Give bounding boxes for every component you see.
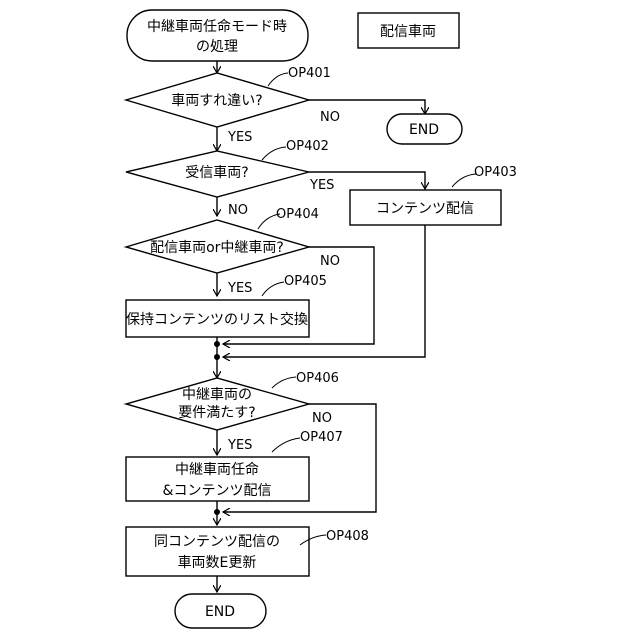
start-label-line2: の処理: [196, 39, 238, 55]
process-op408-line2: 車両数E更新: [178, 554, 257, 571]
process-op403-text: コンテンツ配信: [376, 201, 474, 217]
leader-op405: [262, 282, 284, 296]
step-op402: OP402: [286, 139, 329, 154]
op404-no-label: NO: [320, 254, 340, 269]
decision-op406-line1: 中継車両の: [182, 386, 252, 403]
step-op404: OP404: [276, 207, 319, 222]
op406-yes-label: YES: [227, 438, 252, 453]
process-op405-text: 保持コンテンツのリスト交換: [126, 311, 308, 328]
step-op406: OP406: [296, 371, 339, 386]
decision-op404-text: 配信車両or中継車両?: [150, 239, 284, 256]
start-terminal: 中継車両任命モード時 の処理: [127, 10, 308, 61]
end-terminal-bottom: END: [175, 594, 266, 628]
leader-op407: [272, 438, 300, 452]
process-op408: 同コンテンツ配信の 車両数E更新 OP408: [126, 527, 369, 576]
step-op403: OP403: [474, 165, 517, 180]
decision-op406-line2: 要件満たす?: [178, 405, 255, 421]
role-label-box: 配信車両: [358, 13, 459, 48]
decision-op401: 車両すれ違い? OP401 NO YES: [126, 66, 340, 145]
junction-dot: [214, 354, 220, 360]
decision-op402-text: 受信車両?: [185, 164, 248, 181]
end-top-label: END: [409, 122, 439, 138]
process-op408-line1: 同コンテンツ配信の: [154, 534, 280, 550]
op402-no-label: NO: [228, 203, 248, 218]
op401-yes-label: YES: [227, 130, 252, 145]
decision-op406-shape: [126, 378, 309, 430]
junction-dot: [214, 509, 220, 515]
end-bottom-label: END: [205, 604, 235, 620]
op406-no-label: NO: [312, 411, 332, 426]
leader-op406: [272, 377, 296, 388]
leader-op403: [452, 174, 476, 187]
junction-dot: [214, 341, 220, 347]
process-op407-line1: 中継車両任命: [175, 461, 259, 478]
step-op408: OP408: [326, 529, 369, 544]
op404-yes-label: YES: [227, 281, 252, 296]
step-op407: OP407: [300, 430, 343, 445]
step-op401: OP401: [288, 66, 331, 81]
op401-no-label: NO: [320, 110, 340, 125]
step-op405: OP405: [284, 274, 327, 289]
decision-op401-text: 車両すれ違い?: [171, 92, 262, 109]
process-op405: 保持コンテンツのリスト交換 OP405: [126, 274, 327, 337]
op402-yes-label: YES: [309, 178, 334, 193]
process-op403: コンテンツ配信 OP403: [350, 165, 517, 225]
start-label-line1: 中継車両任命モード時: [147, 18, 287, 35]
role-label-text: 配信車両: [380, 23, 436, 40]
leader-op402: [262, 147, 286, 160]
leader-op401: [268, 73, 288, 86]
process-op407-line2: &コンテンツ配信: [163, 483, 272, 499]
end-terminal-top: END: [387, 114, 462, 144]
